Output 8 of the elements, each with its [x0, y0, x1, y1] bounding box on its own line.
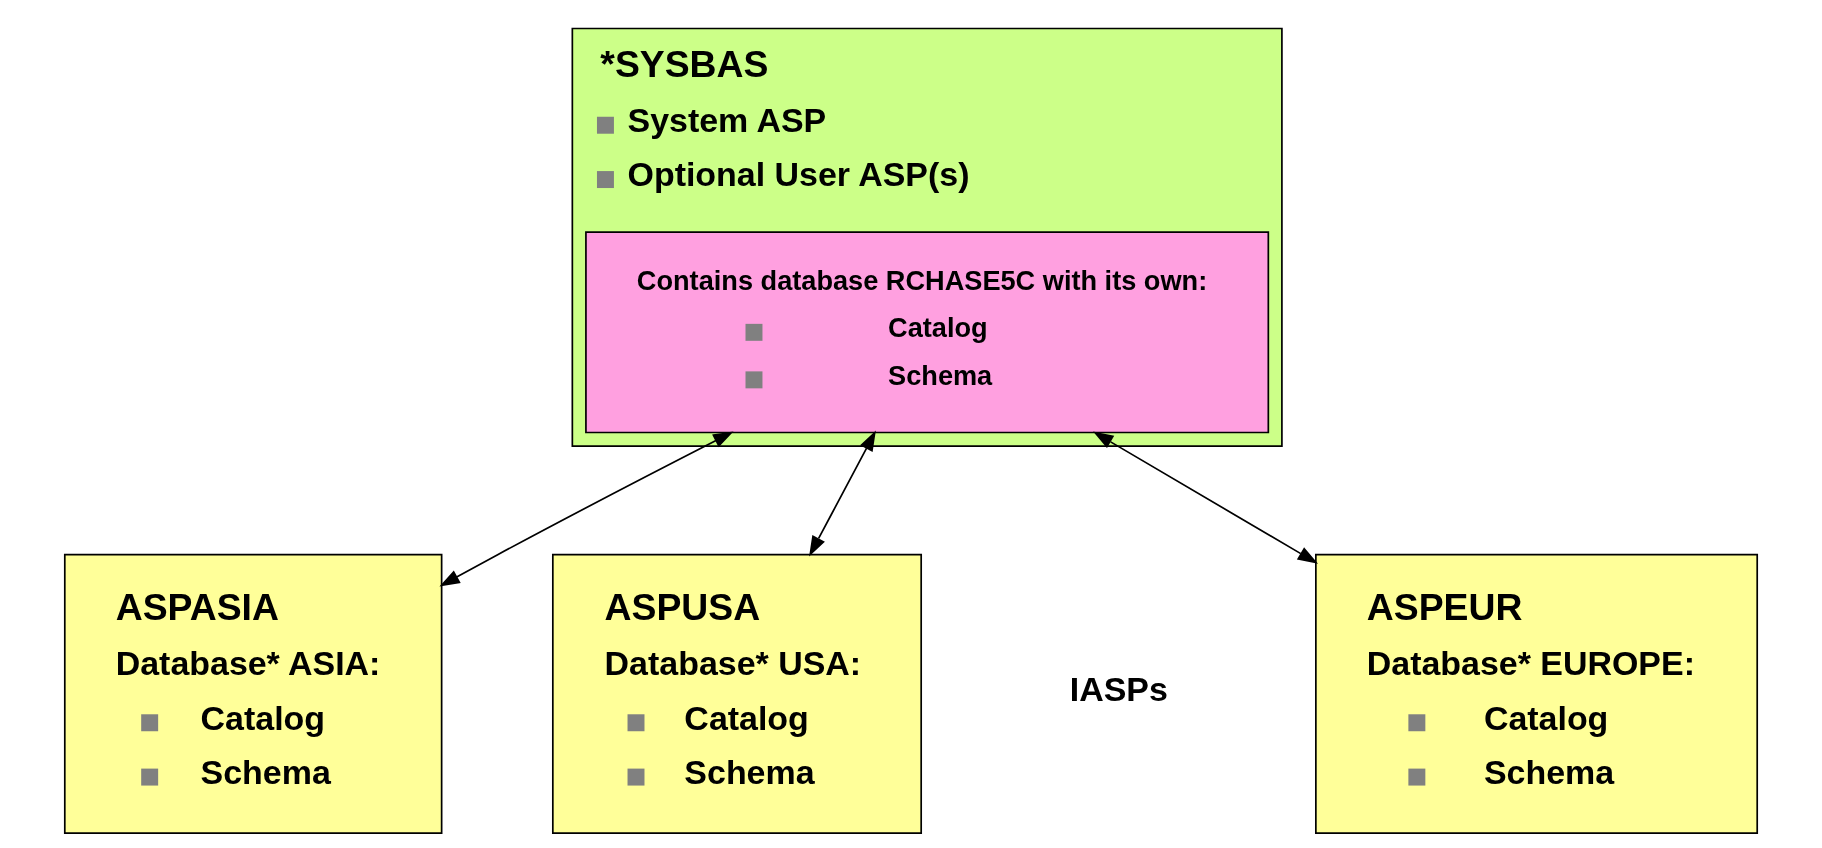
- arrow: [1093, 431, 1319, 564]
- node-box: ASPEUR Database* EUROPE: Catalog Schema: [1315, 553, 1759, 834]
- label: IASPs: [1069, 669, 1168, 708]
- arrow: [809, 430, 876, 557]
- node-box: ASPASIA Database* ASIA: Catalog Schema: [63, 553, 443, 834]
- node-box: Contains database RCHASE5C with its own: Catalog Schema: [585, 231, 1270, 434]
- node-box: ASPUSA Database* USA: Catalog Schema: [551, 553, 923, 834]
- arrow: [439, 431, 734, 587]
